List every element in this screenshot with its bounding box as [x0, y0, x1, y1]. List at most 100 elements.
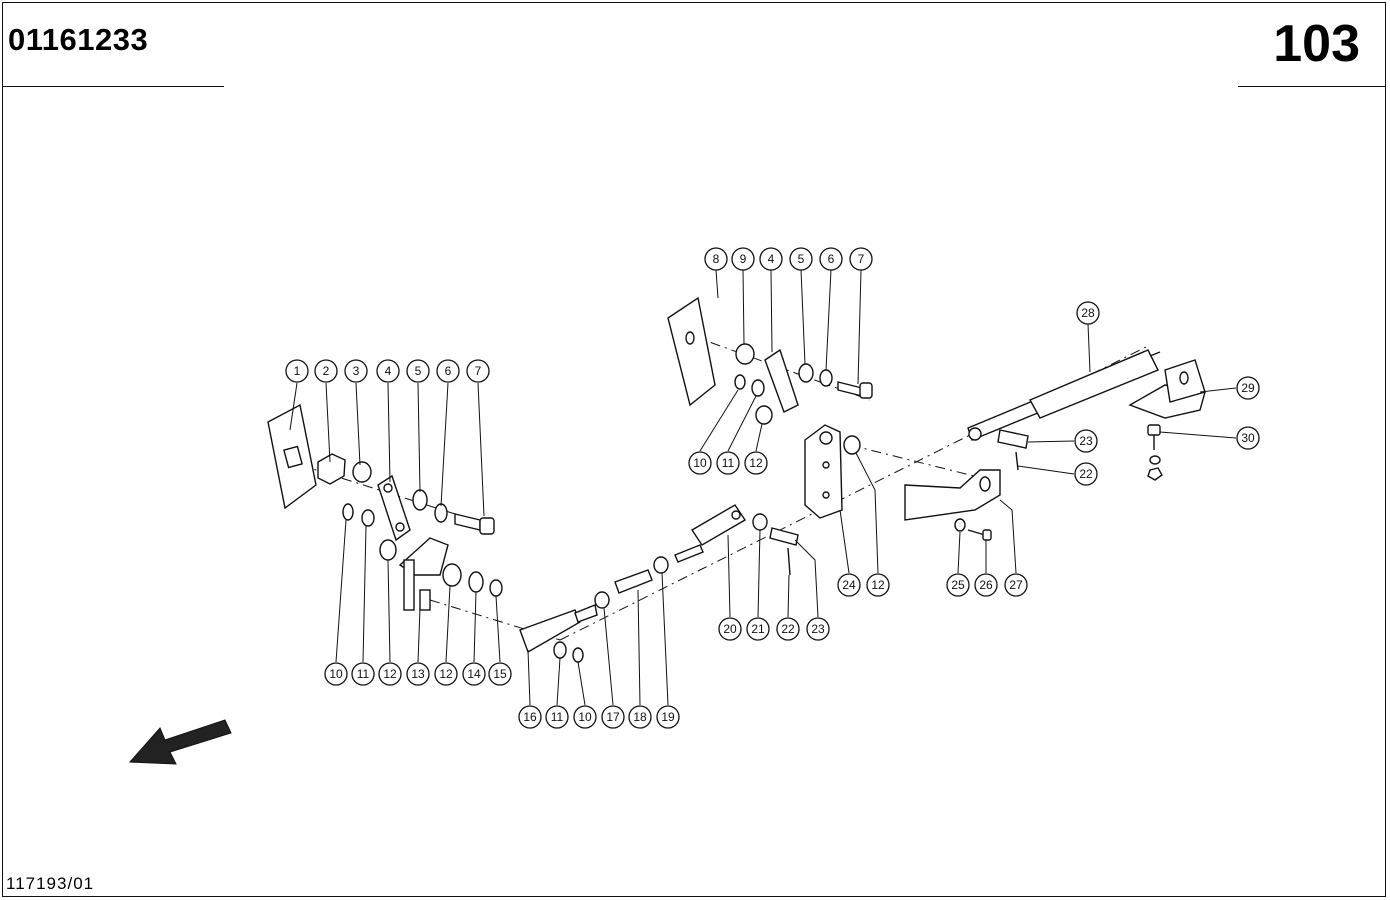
- svg-text:6: 6: [445, 364, 452, 378]
- svg-text:30: 30: [1241, 431, 1255, 445]
- part-bracket-27: [904, 469, 1001, 521]
- callout-30: 30: [1236, 426, 1260, 450]
- svg-text:12: 12: [383, 667, 397, 681]
- part-bushing-12a: [379, 539, 397, 561]
- part-nut-17: [594, 591, 610, 609]
- part-bushing-12d: [755, 405, 773, 425]
- callout-23b: 23: [1074, 429, 1098, 453]
- svg-text:28: 28: [1081, 306, 1095, 320]
- callout-10c: 10: [573, 705, 597, 729]
- part-ring-15: [489, 579, 503, 597]
- svg-text:7: 7: [858, 252, 865, 266]
- svg-text:3: 3: [353, 364, 360, 378]
- callout-27: 27: [1004, 573, 1028, 597]
- part-bushing-12c: [843, 435, 861, 455]
- callout-28: 28: [1076, 301, 1100, 325]
- svg-text:13: 13: [411, 667, 425, 681]
- part-nut-19: [653, 556, 669, 574]
- callout-22b: 22: [1074, 462, 1098, 486]
- title-rule-right: [1238, 86, 1386, 87]
- part-washer-21: [752, 513, 768, 531]
- part-washer-11b: [553, 641, 567, 659]
- callout-9: 9: [731, 247, 755, 271]
- callout-1: 1: [285, 359, 309, 383]
- part-plate-8: [667, 296, 716, 407]
- callout-12: 12: [378, 662, 402, 686]
- callout-15: 15: [488, 662, 512, 686]
- callout-12d: 12: [434, 662, 458, 686]
- callout-22: 22: [776, 617, 800, 641]
- svg-text:4: 4: [385, 364, 392, 378]
- svg-text:24: 24: [842, 578, 856, 592]
- part-washer-25: [954, 518, 966, 532]
- part-link-4b: [764, 348, 799, 413]
- callout-11: 11: [351, 662, 375, 686]
- svg-text:9: 9: [740, 252, 747, 266]
- callout-8: 8: [704, 247, 728, 271]
- part-washer-10c: [734, 374, 746, 390]
- svg-text:10: 10: [578, 710, 592, 724]
- parts-group: [267, 296, 1206, 663]
- svg-text:23: 23: [811, 622, 825, 636]
- svg-text:17: 17: [606, 710, 620, 724]
- part-washer-14: [468, 571, 484, 593]
- part-washer-6b: [819, 369, 833, 387]
- part-sleeve-18: [614, 569, 653, 594]
- callout-10: 10: [324, 662, 348, 686]
- svg-text:12: 12: [439, 667, 453, 681]
- svg-text:15: 15: [493, 667, 507, 681]
- svg-text:8: 8: [713, 252, 720, 266]
- part-washer-5: [412, 489, 428, 511]
- part-bolt-30: [1147, 424, 1163, 481]
- part-bolt-7: [454, 513, 495, 535]
- part-link-4: [377, 474, 411, 542]
- callout-12b: 12: [744, 451, 768, 475]
- svg-text:6: 6: [828, 252, 835, 266]
- callout-7b: 7: [849, 247, 873, 271]
- callout-4b: 4: [759, 247, 783, 271]
- part-washer-5b: [798, 363, 814, 383]
- callout-4: 4: [376, 359, 400, 383]
- part-bushing-3: [352, 461, 372, 483]
- part-pin-23a: [769, 527, 799, 546]
- callout-12c: 12: [866, 573, 890, 597]
- part-mount-29: [1128, 359, 1206, 419]
- svg-text:20: 20: [723, 622, 737, 636]
- svg-text:19: 19: [661, 710, 675, 724]
- svg-text:10: 10: [329, 667, 343, 681]
- callout-19: 19: [656, 705, 680, 729]
- part-screw-26: [967, 529, 992, 541]
- callout-26: 26: [974, 573, 998, 597]
- callout-21: 21: [746, 617, 770, 641]
- part-washer-10a: [342, 503, 354, 521]
- part-gas-spring-28: [967, 349, 1161, 441]
- callout-25: 25: [946, 573, 970, 597]
- callout-14: 14: [462, 662, 486, 686]
- callout-24: 24: [837, 573, 861, 597]
- svg-text:14: 14: [467, 667, 481, 681]
- title-rule-left: [2, 86, 224, 87]
- part-bracket-24: [804, 424, 843, 519]
- svg-text:5: 5: [798, 252, 805, 266]
- part-pin-22b: [1015, 451, 1019, 471]
- svg-text:11: 11: [357, 667, 370, 681]
- svg-text:25: 25: [951, 578, 965, 592]
- part-washer-11c: [751, 379, 765, 397]
- part-number: 01161233: [8, 22, 149, 57]
- svg-text:11: 11: [551, 710, 564, 724]
- part-nut-2: [317, 453, 346, 485]
- svg-text:7: 7: [475, 364, 482, 378]
- part-bushing-12b: [442, 563, 462, 587]
- svg-text:5: 5: [415, 364, 422, 378]
- callout-29: 29: [1236, 376, 1260, 400]
- callout-10b: 10: [688, 451, 712, 475]
- arrow-down-left-icon: [128, 719, 232, 765]
- part-clevis-20: [674, 504, 746, 563]
- callout-6b: 6: [819, 247, 843, 271]
- svg-text:22: 22: [781, 622, 795, 636]
- part-washer-11a: [361, 509, 375, 527]
- svg-text:18: 18: [633, 710, 647, 724]
- callout-2: 2: [314, 359, 338, 383]
